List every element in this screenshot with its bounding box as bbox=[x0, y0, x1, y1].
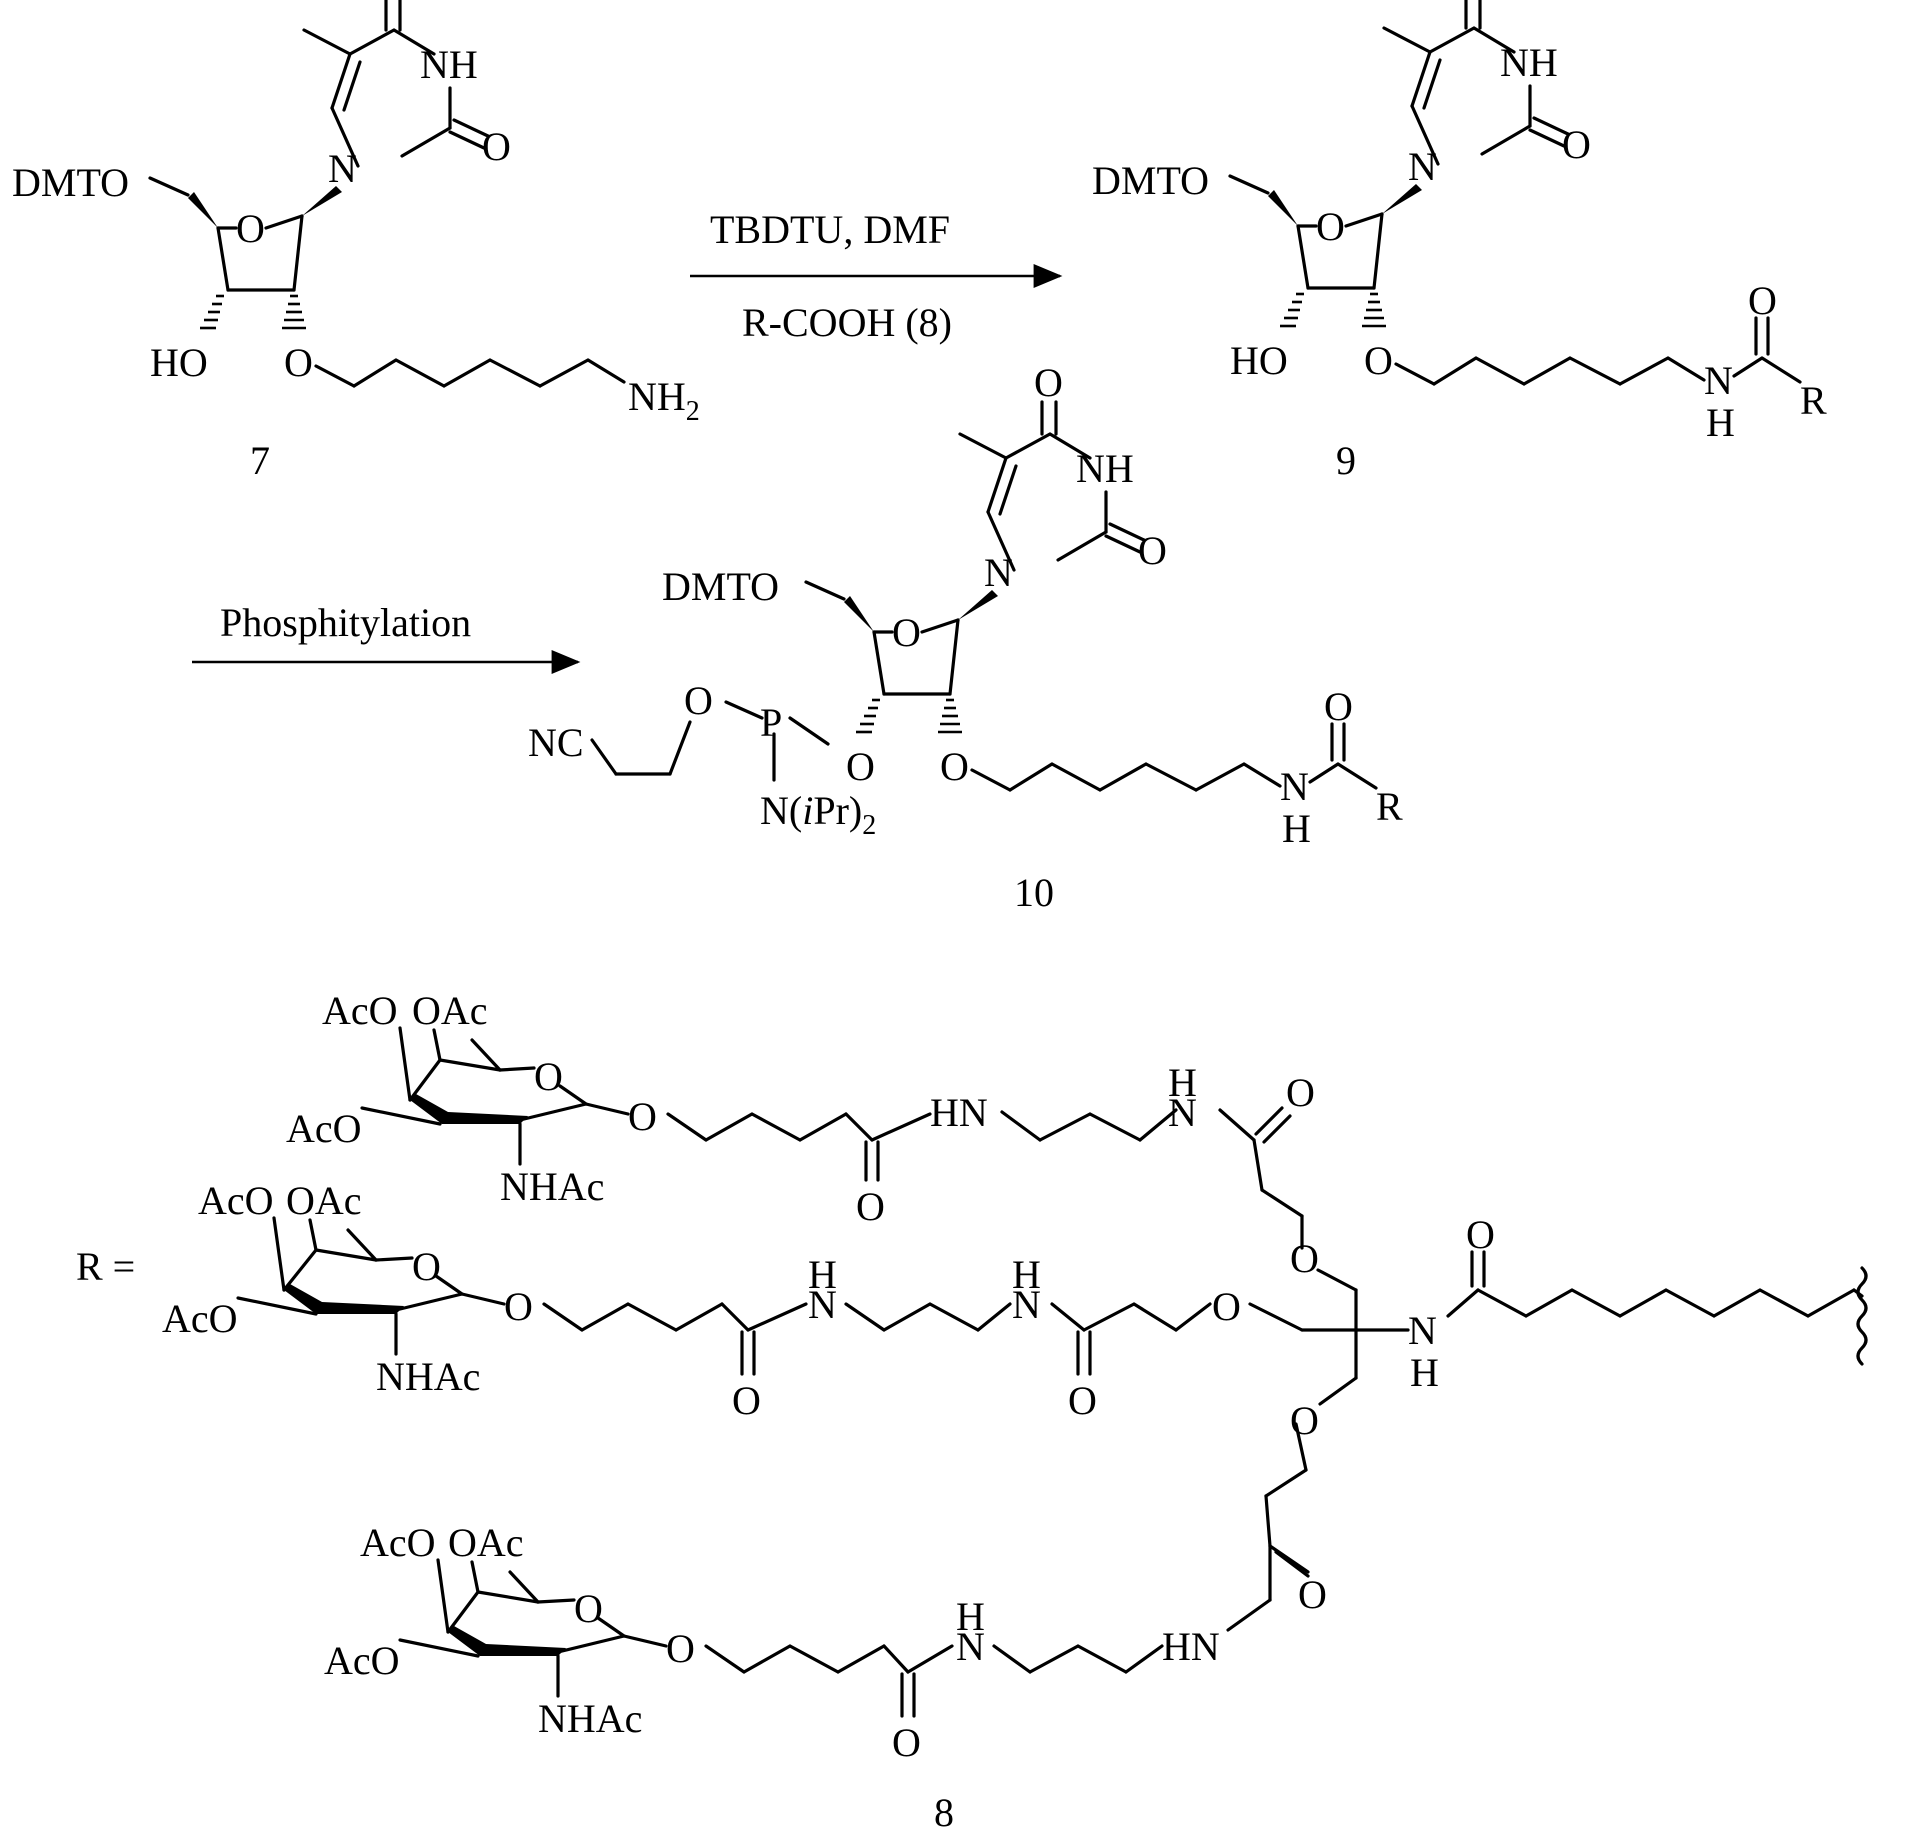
compound-7-label: 7 bbox=[250, 438, 270, 483]
atom-o: O bbox=[1364, 338, 1393, 383]
compound-7: O DMTO HO O N O NH O NH2 bbox=[12, 0, 700, 427]
atom-dmto: DMTO bbox=[1092, 158, 1209, 203]
atom-aco: AcO bbox=[198, 1178, 274, 1223]
atom-o: O bbox=[856, 1184, 885, 1229]
atom-ho: HO bbox=[1230, 338, 1288, 383]
atom-nhac: NHAc bbox=[500, 1164, 604, 1209]
atom-oac: OAc bbox=[412, 988, 488, 1033]
tris-core-and-tail: N H O O O bbox=[1266, 1212, 1866, 1617]
atom-n: N bbox=[1280, 764, 1309, 809]
atom-nh: NH bbox=[1076, 446, 1134, 491]
atom-dmto: DMTO bbox=[12, 160, 129, 205]
atom-nc: NC bbox=[528, 720, 584, 765]
atom-n: N bbox=[1408, 1308, 1437, 1353]
reaction-arrow-1: TBDTU, DMF R-COOH (8) bbox=[690, 207, 1060, 345]
atom-o: O bbox=[1212, 1284, 1241, 1329]
atom-p: P bbox=[760, 700, 782, 745]
atom-o: O bbox=[846, 744, 875, 789]
atom-o: O bbox=[1466, 1212, 1495, 1257]
atom-nh: NH bbox=[420, 42, 478, 87]
atom-n: N bbox=[328, 146, 357, 191]
atom-dmto: DMTO bbox=[662, 564, 779, 609]
atom-n: N bbox=[984, 550, 1013, 595]
atom-o: O bbox=[684, 678, 713, 723]
arrow-1-acid: R-COOH (8) bbox=[742, 300, 952, 345]
atom-nhac: NHAc bbox=[376, 1354, 480, 1399]
atom-o: O bbox=[628, 1094, 657, 1139]
atom-r: R bbox=[1376, 784, 1403, 829]
atom-o: O bbox=[1324, 684, 1353, 729]
galnac-arm-middle: AcO OAc O AcO O NHAc O H N H N O O bbox=[162, 1178, 1302, 1423]
atom-h: H bbox=[1282, 806, 1311, 851]
atom-aco: AcO bbox=[324, 1638, 400, 1683]
atom-o: O bbox=[892, 1720, 921, 1765]
compound-8-label: 8 bbox=[934, 1790, 954, 1835]
atom-h: H bbox=[1706, 400, 1735, 445]
atom-o: O bbox=[1068, 1378, 1097, 1423]
arrow-1-reagents: TBDTU, DMF bbox=[710, 207, 950, 252]
atom-o: O bbox=[1290, 1398, 1319, 1443]
atom-aco: AcO bbox=[322, 988, 398, 1033]
atom-n: N bbox=[1408, 144, 1437, 189]
atom-o: O bbox=[1562, 122, 1591, 167]
atom-o: O bbox=[892, 610, 921, 655]
atom-n: N bbox=[1704, 358, 1733, 403]
atom-o: O bbox=[1748, 278, 1777, 323]
atom-o: O bbox=[1290, 1236, 1319, 1281]
atom-aco: AcO bbox=[162, 1296, 238, 1341]
atom-o: O bbox=[574, 1586, 603, 1631]
atom-o: O bbox=[378, 0, 407, 1]
atom-o: O bbox=[482, 124, 511, 169]
atom-oac: OAc bbox=[286, 1178, 362, 1223]
reaction-arrow-2: Phosphitylation bbox=[192, 600, 578, 662]
atom-hn: HN bbox=[1162, 1624, 1220, 1669]
atom-o: O bbox=[1034, 360, 1063, 405]
atom-n: N bbox=[808, 1282, 837, 1327]
atom-o: O bbox=[1316, 204, 1345, 249]
atom-o: O bbox=[1286, 1070, 1315, 1115]
galnac-arm-top: AcO OAc O AcO O NHAc O HN H N O O bbox=[286, 988, 1356, 1290]
atom-nh: NH bbox=[1500, 40, 1558, 85]
atom-o: O bbox=[732, 1378, 761, 1423]
atom-h: H bbox=[1410, 1350, 1439, 1395]
atom-o: O bbox=[666, 1626, 695, 1671]
compound-9: O DMTO HO O N O NH O N H O R bbox=[1092, 0, 1827, 445]
atom-o: O bbox=[504, 1284, 533, 1329]
atom-n-ipr2: N(iPr)2 bbox=[760, 788, 876, 841]
compound-10-label: 10 bbox=[1014, 870, 1054, 915]
atom-o: O bbox=[940, 744, 969, 789]
atom-n: N bbox=[1012, 1282, 1041, 1327]
atom-n: N bbox=[1168, 1090, 1197, 1135]
r-group: R = bbox=[76, 988, 1866, 1765]
atom-o: O bbox=[1298, 1572, 1327, 1617]
atom-o: O bbox=[1138, 528, 1167, 573]
atom-nh2: NH2 bbox=[628, 374, 700, 427]
atom-nhac: NHAc bbox=[538, 1696, 642, 1741]
atom-r: R bbox=[1800, 378, 1827, 423]
atom-n: N bbox=[956, 1624, 985, 1669]
compound-10: O DMTO O O N O NH O N H O R P O NC N(iPr… bbox=[528, 360, 1403, 851]
compound-9-label: 9 bbox=[1336, 438, 1356, 483]
atom-o: O bbox=[284, 340, 313, 385]
atom-hn: HN bbox=[930, 1090, 988, 1135]
atom-o: O bbox=[534, 1054, 563, 1099]
atom-aco: AcO bbox=[286, 1106, 362, 1151]
r-equals-label: R = bbox=[76, 1244, 135, 1289]
arrow-2-reagent: Phosphitylation bbox=[220, 600, 471, 645]
atom-aco: AcO bbox=[360, 1520, 436, 1565]
atom-ho: HO bbox=[150, 340, 208, 385]
atom-o: O bbox=[236, 206, 265, 251]
atom-o: O bbox=[412, 1244, 441, 1289]
atom-oac: OAc bbox=[448, 1520, 524, 1565]
galnac-arm-bottom: AcO OAc O AcO O NHAc O H N HN bbox=[324, 1520, 1270, 1765]
